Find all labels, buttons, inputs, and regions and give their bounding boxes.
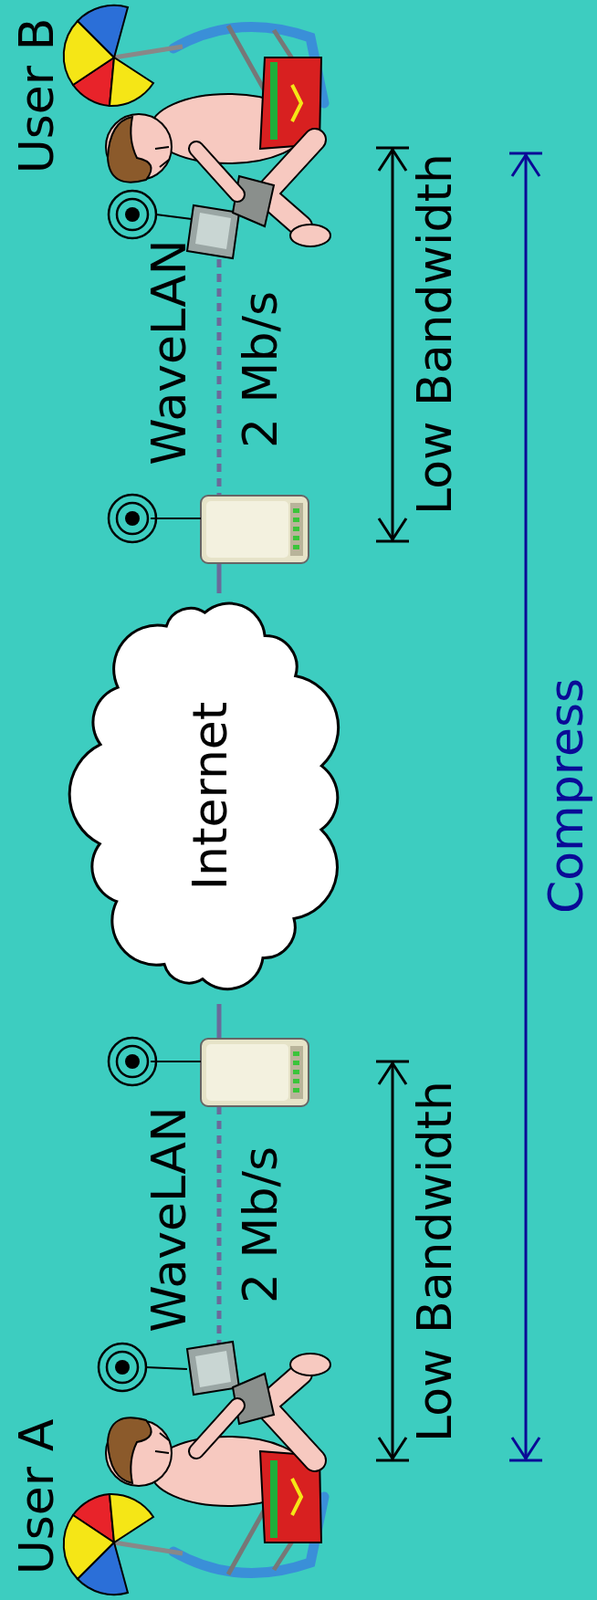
antenna-symbol <box>108 494 157 543</box>
cloud-shape <box>69 603 338 990</box>
rate-label: 2 Mb/s <box>236 1146 284 1304</box>
cloud-node: Internet <box>66 581 353 1011</box>
dimension-arrow <box>376 1061 409 1461</box>
dimension-arrow <box>376 147 409 542</box>
user-label: User B <box>12 18 61 175</box>
antenna-wire <box>156 214 192 220</box>
network-label: WaveLAN <box>145 1106 193 1332</box>
user-figure <box>63 1341 331 1595</box>
user-figure <box>63 5 331 259</box>
bandwidth-label: Low Bandwidth <box>410 153 459 515</box>
compress-arrow <box>509 153 543 1461</box>
antenna-symbol <box>98 1343 147 1392</box>
wireless-link <box>217 244 222 496</box>
network-label: WaveLAN <box>145 239 193 465</box>
user-label: User A <box>12 1419 61 1576</box>
router <box>150 495 309 564</box>
antenna-wire <box>146 1367 188 1370</box>
node-label: Internet <box>186 701 234 891</box>
compress-label: Compress <box>542 678 590 914</box>
bandwidth-label: Low Bandwidth <box>410 1080 459 1443</box>
wireless-link <box>217 1106 222 1359</box>
wired-link <box>217 561 222 594</box>
antenna-symbol <box>108 190 157 239</box>
rate-label: 2 Mb/s <box>236 291 284 449</box>
wired-link <box>217 1004 222 1041</box>
router <box>150 1038 309 1107</box>
antenna-symbol <box>108 1037 157 1086</box>
